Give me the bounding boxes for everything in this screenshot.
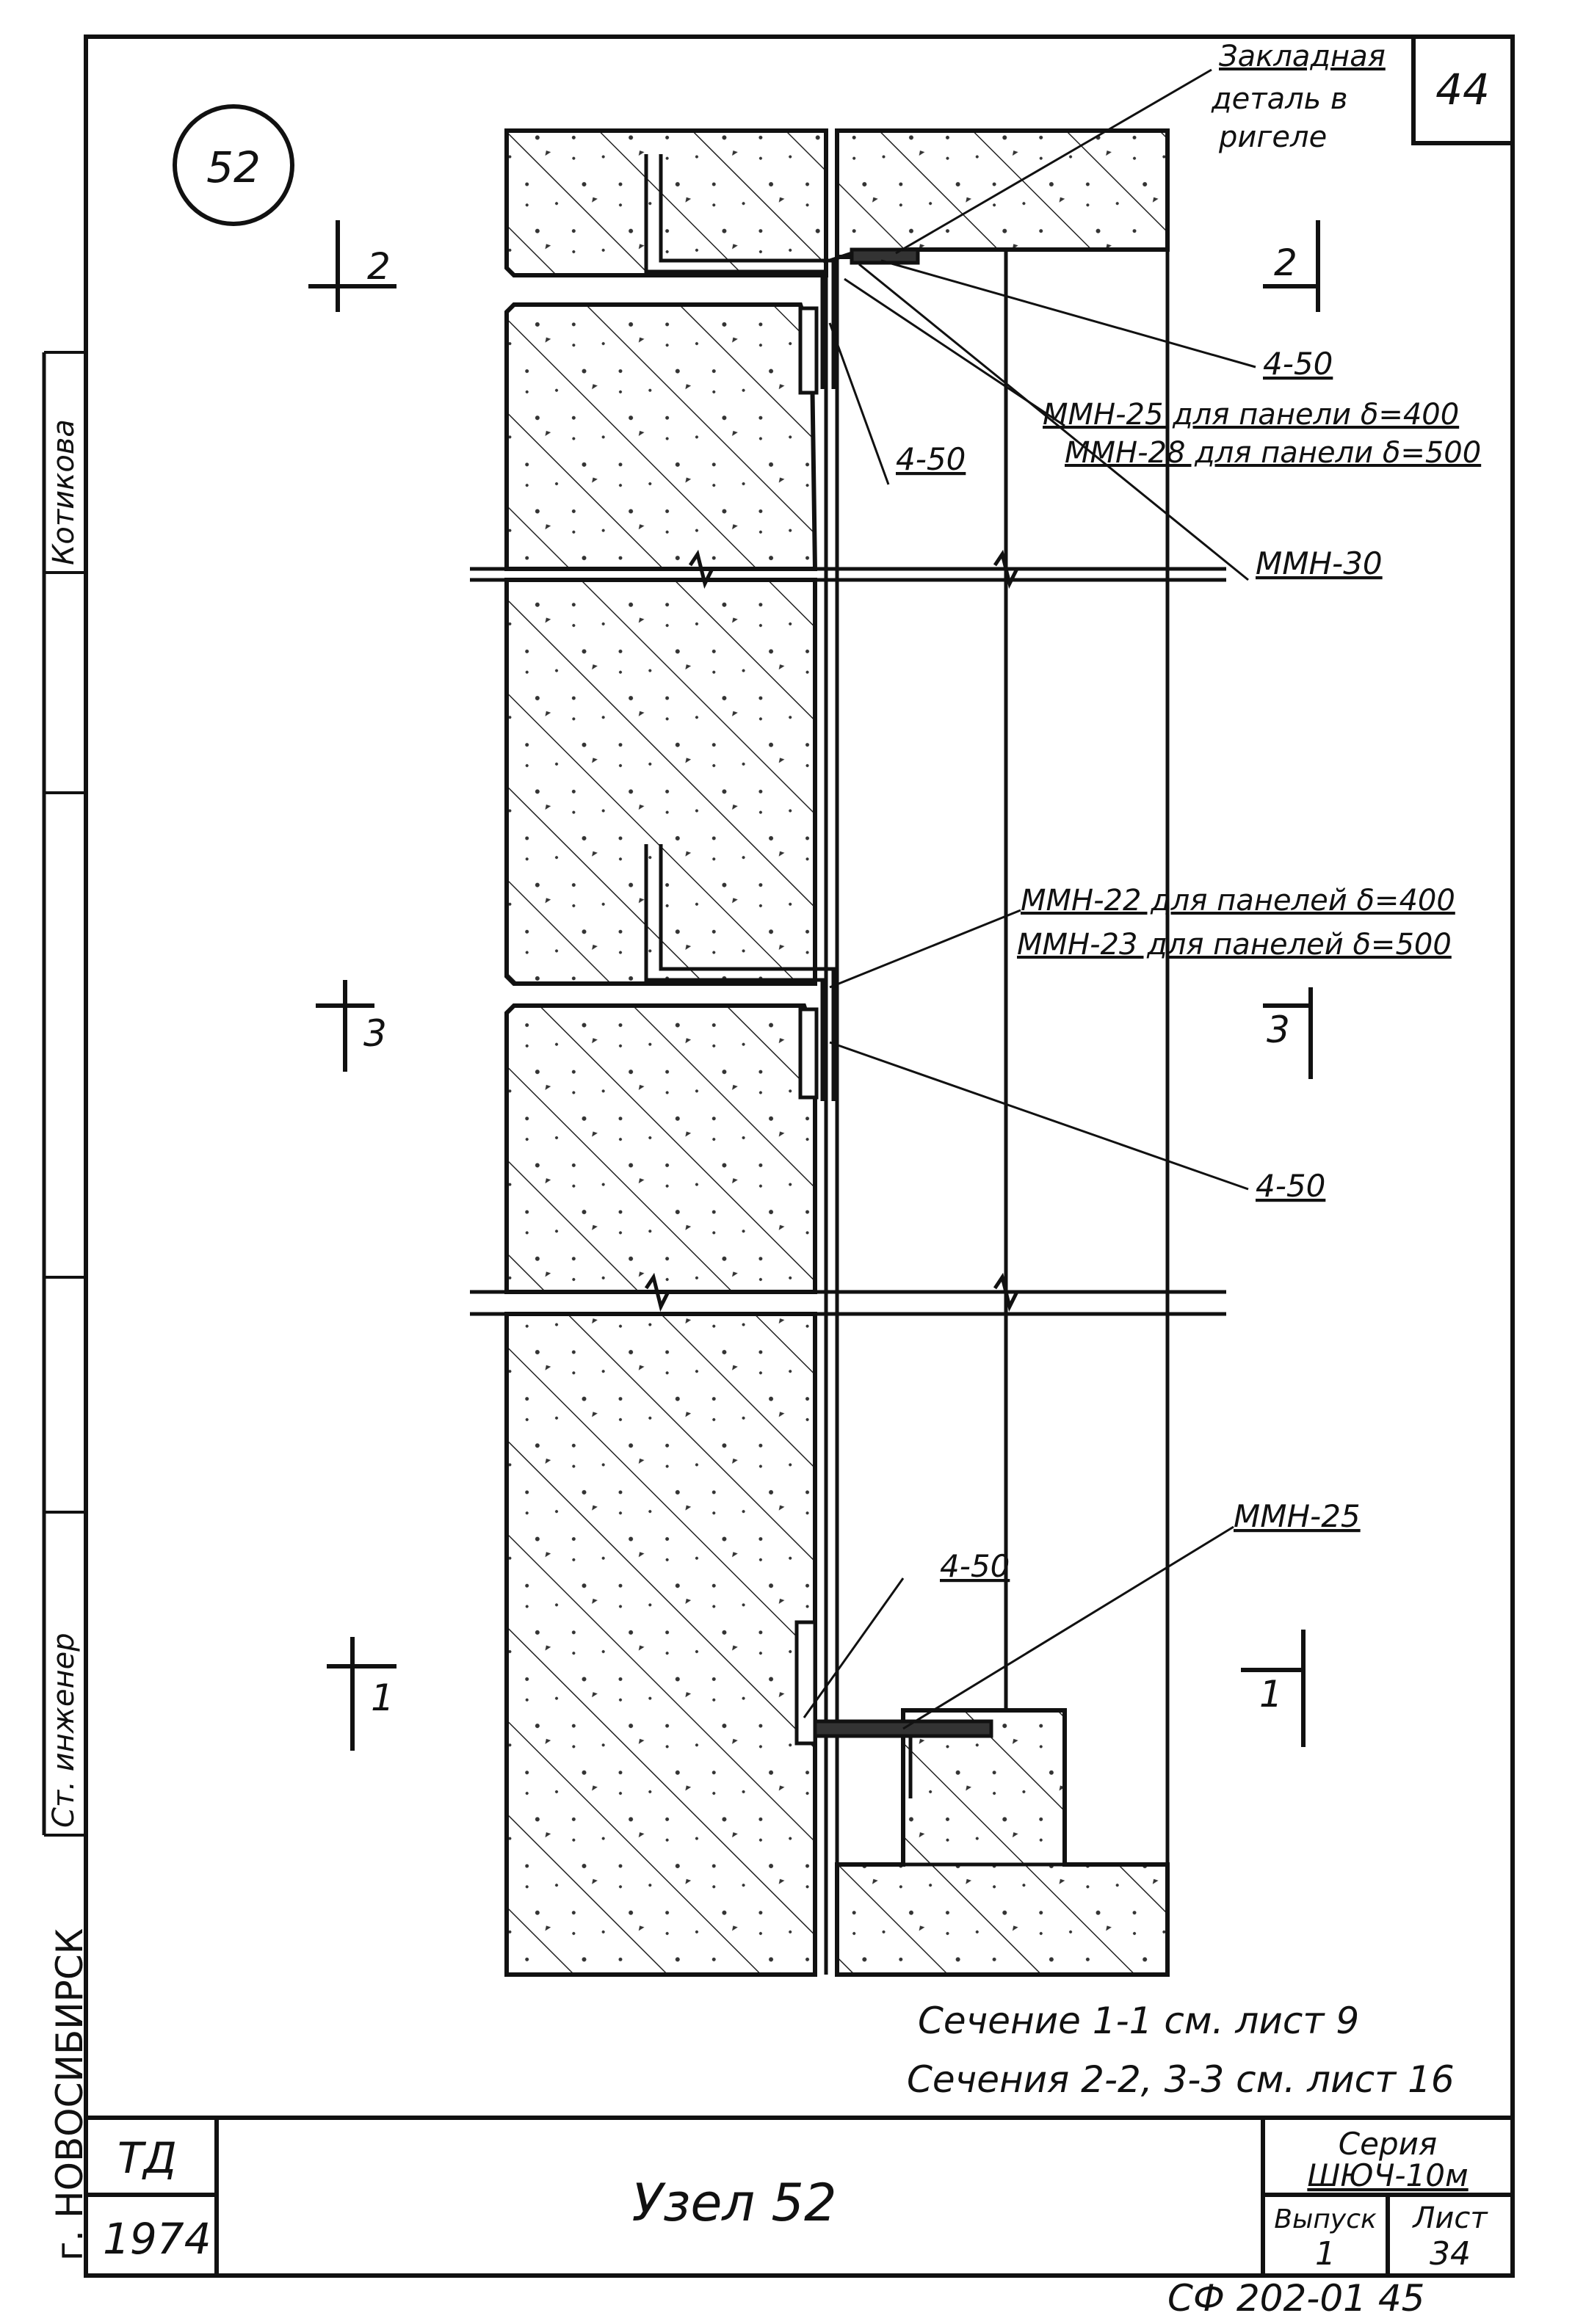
beam-top [835,128,1170,259]
footer-code: СФ 202-01 45 [1167,2277,1424,2320]
sheet-value: 34 [1430,2235,1471,2273]
issue-value: 1 [1315,2235,1336,2273]
leader-lines [803,68,1256,1730]
callout-mmn30: ММН-30 [1256,545,1383,581]
section-3-right: 3 [1267,1009,1290,1051]
break-lines [470,549,1226,1316]
callout-zaklad-3: ригеле [1218,120,1327,154]
note-line-2: Сечения 2-2, 3-3 см. лист 16 [907,2058,1455,2101]
node-number: 52 [206,142,261,192]
page-number-box: 44 [1411,35,1515,145]
beam-bottom [835,1708,1170,1977]
node-circle: 52 [173,104,294,226]
section-3-left: 3 [363,1012,387,1055]
steel-anchors [644,154,993,1798]
callout-4-50-top: 4-50 [1263,346,1333,382]
page-number: 44 [1435,65,1490,115]
stamp-role: Ст. инженер [47,1633,81,1828]
section-2-right: 2 [1274,242,1297,284]
callout-mmn28-500: ММН-28 для панели δ=500 [1065,436,1481,470]
callout-mmn25-400: ММН-25 для панели δ=400 [1043,398,1459,432]
series-value: ШЮЧ-10м [1307,2157,1468,2193]
section-2-left: 2 [367,245,391,288]
section-marks [308,220,1320,1751]
column-outline [824,131,1170,1975]
stamp-city: г. НОВОСИБИРСК [48,1928,91,2261]
callout-4-50-bottom: 4-50 [940,1548,1010,1584]
section-1-right: 1 [1259,1673,1283,1715]
callout-4-50-mid: 4-50 [1256,1168,1325,1204]
callout-mmn22-400: ММН-22 для панелей δ=400 [1021,884,1455,918]
callout-4-50-left: 4-50 [896,441,966,477]
callout-zaklad-2: деталь в [1211,82,1348,116]
note-line-1: Сечение 1-1 см. лист 9 [918,2000,1359,2042]
series-label: Серия [1339,2126,1437,2162]
callout-mmn25: ММН-25 [1234,1498,1361,1534]
wall-panels [504,128,828,1977]
title-block [86,2116,1513,2276]
callout-zaklad-1: Закладная [1219,40,1386,73]
section-1-left: 1 [371,1677,394,1719]
sheet-frame [84,35,1515,2278]
title-year: 1974 [103,2214,211,2264]
title-org: ТД [117,2133,177,2183]
title-main: Узел 52 [631,2173,836,2233]
sheet-label: Лист [1411,2201,1488,2235]
issue-label: Выпуск [1274,2204,1377,2234]
side-stamp: Котикова Ст. инженер г. НОВОСИБИРСК [42,351,91,2261]
stamp-name: Котикова [47,419,81,565]
callout-mmn23-500: ММН-23 для панелей δ=500 [1017,928,1452,962]
